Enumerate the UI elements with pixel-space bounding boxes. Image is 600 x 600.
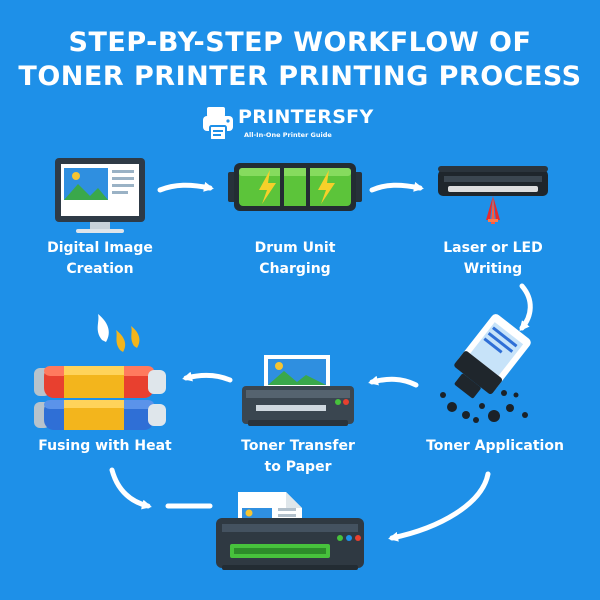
step-5-label-line-1: Toner Transfer [241, 438, 355, 454]
step-2-label: Drum Unit Charging [225, 238, 365, 280]
step-6-label-line-1: Fusing with Heat [38, 438, 172, 454]
step-4-label-line-1: Toner Application [426, 438, 564, 454]
arrow-3-to-4 [519, 283, 533, 332]
brand-name: PRINTERSFY [238, 106, 374, 128]
step-4-label: Toner Application [410, 436, 580, 457]
step-1-label-line-2: Creation [66, 261, 134, 277]
brand-logo: PRINTERSFY All-In-One Printer Guide [201, 104, 401, 144]
arrow-1-to-2 [157, 181, 214, 193]
step-6-label: Fusing with Heat [20, 436, 190, 457]
step-5-label: Toner Transfer to Paper [228, 436, 368, 478]
brand-tagline: All-In-One Printer Guide [244, 131, 332, 139]
arrow-4-to-final [388, 471, 491, 542]
printer-logo-icon [203, 107, 233, 141]
step-1-label: Digital Image Creation [30, 238, 170, 280]
arrow-2-to-3 [369, 181, 424, 193]
step-1-label-line-1: Digital Image [47, 240, 153, 256]
arrow-5-to-6 [182, 371, 233, 383]
step-2-label-line-2: Charging [259, 261, 331, 277]
step-2-label-line-1: Drum Unit [254, 240, 336, 256]
arrow-6-to-final [109, 467, 152, 510]
title-line-2: TONER PRINTER PRINTING PROCESS [18, 61, 582, 92]
step-5-label-line-2: to Paper [264, 459, 332, 475]
step-3-label-line-1: Laser or LED [443, 240, 543, 256]
title-line-1: STEP-BY-STEP WORKFLOW OF [68, 27, 532, 58]
step-3-label: Laser or LED Writing [423, 238, 563, 280]
arrow-4-to-5 [368, 375, 419, 388]
step-3-label-line-2: Writing [463, 261, 523, 277]
